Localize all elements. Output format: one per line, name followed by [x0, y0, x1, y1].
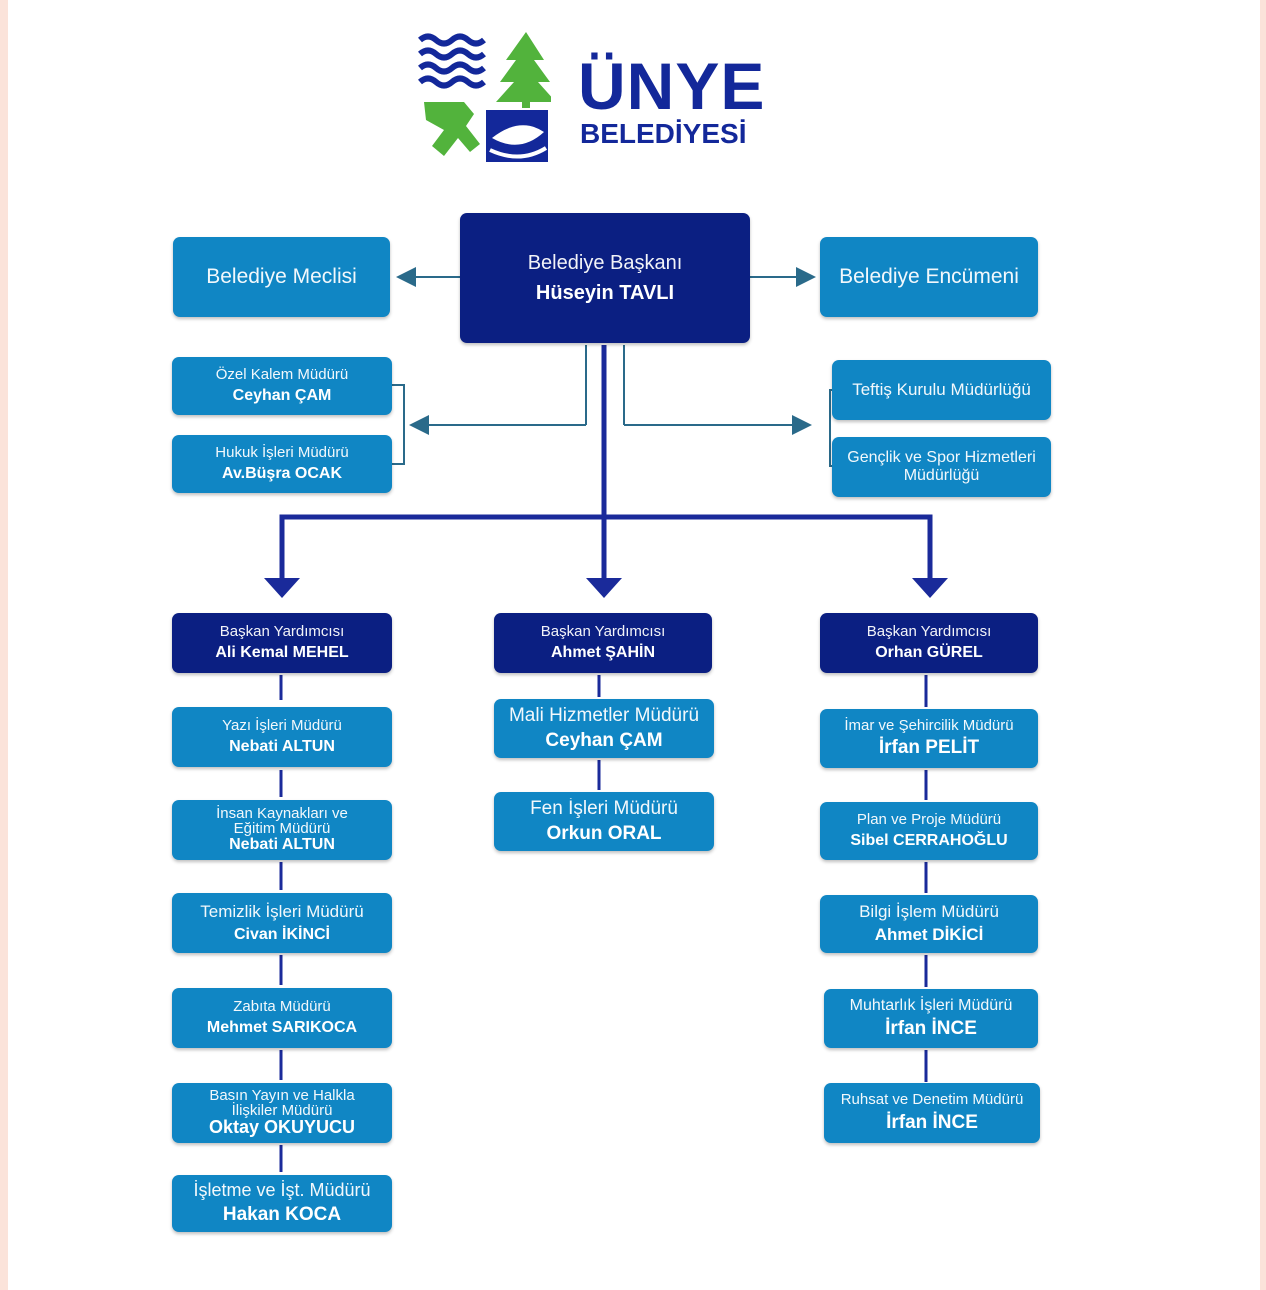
unit-box: Fen İşleri Müdürü Orkun ORAL: [494, 792, 714, 851]
box-title: İşletme ve İşt. Müdürü: [193, 1180, 371, 1201]
box-title: Başkan Yardımcısı: [219, 622, 345, 640]
box-name: Ali Kemal MEHEL: [215, 644, 349, 662]
unit-box: Yazı İşleri Müdürü Nebati ALTUN: [172, 707, 392, 767]
box-title: Plan ve Proje Müdürü: [856, 810, 1002, 828]
unit-box: Zabıta Müdürü Mehmet SARIKOCA: [172, 988, 392, 1048]
box-name: Civan İKİNCİ: [233, 925, 330, 943]
arrow-deputy-middle: [586, 578, 622, 598]
unit-box: Bilgi İşlem Müdürü Ahmet DİKİCİ: [820, 895, 1038, 953]
unit-box: Temizlik İşleri Müdürü Civan İKİNCİ: [172, 893, 392, 953]
box-name: Ahmet DİKİCİ: [874, 925, 984, 944]
unit-box: Basın Yayın ve Halkla İlişkiler Müdürü O…: [172, 1083, 392, 1143]
logo-subtitle: BELEDİYESİ: [580, 118, 747, 149]
council-label: Belediye Meclisi: [206, 265, 357, 289]
council-box: Belediye Meclisi: [173, 237, 390, 317]
deputy-head-3: Başkan Yardımcısı Orhan GÜREL: [820, 613, 1038, 673]
box-name: Nebati ALTUN: [229, 738, 335, 756]
box-title: Ruhsat ve Denetim Müdürü: [840, 1091, 1024, 1109]
box-name: Mehmet SARIKOCA: [206, 1019, 358, 1037]
box-name: Oktay OKUYUCU: [208, 1117, 356, 1138]
box-title: Zabıta Müdürü: [233, 997, 331, 1015]
box-name: Sibel CERRAHOĞLU: [850, 832, 1008, 850]
box-title: Başkan Yardımcısı: [866, 622, 992, 640]
staff-left-box: Hukuk İşleri Müdürü Av.Büşra OCAK: [172, 435, 392, 493]
staff-right-box: Gençlik ve Spor Hizmetleri Müdürlüğü: [832, 437, 1051, 497]
unit-box: Plan ve Proje Müdürü Sibel CERRAHOĞLU: [820, 802, 1038, 860]
deputy-bus: [279, 514, 933, 580]
box-title: Teftiş Kurulu Müdürlüğü: [852, 379, 1031, 399]
unit-box: İnsan Kaynakları ve Eğitim Müdürü Nebati…: [172, 800, 392, 860]
box-title: Başkan Yardımcısı: [540, 622, 666, 640]
box-title: Gençlik ve Spor Hizmetleri Müdürlüğü: [847, 449, 1036, 484]
box-title: Basın Yayın ve Halkla İlişkiler Müdürü: [209, 1087, 355, 1120]
box-name: Ahmet ŞAHİN: [550, 644, 655, 662]
logo-name: ÜNYE: [578, 49, 766, 123]
box-name: Hakan KOCA: [222, 1203, 342, 1225]
box-title: Yazı İşleri Müdürü: [222, 716, 342, 734]
box-name: Ceyhan ÇAM: [232, 387, 332, 405]
unit-box: İşletme ve İşt. Müdürü Hakan KOCA: [172, 1175, 392, 1232]
box-title: İnsan Kaynakları ve Eğitim Müdürü: [216, 805, 348, 838]
box-name: Orhan GÜREL: [875, 644, 983, 662]
box-name: Ceyhan ÇAM: [545, 729, 663, 751]
municipality-emblem-icon: [418, 32, 551, 162]
box-title: Fen İşleri Müdürü: [530, 797, 678, 819]
arrow-deputy-right: [912, 578, 948, 598]
box-title: Hukuk İşleri Müdürü: [215, 443, 349, 461]
staff-left-box: Özel Kalem Müdürü Ceyhan ÇAM: [172, 357, 392, 415]
logo: ÜNYE BELEDİYESİ: [416, 30, 786, 165]
unit-box: Muhtarlık İşleri Müdürü İrfan İNCE: [824, 989, 1038, 1048]
committee-label: Belediye Encümeni: [839, 265, 1019, 289]
deputy-head-2: Başkan Yardımcısı Ahmet ŞAHİN: [494, 613, 712, 673]
box-title: İmar ve Şehircilik Müdürü: [844, 717, 1014, 735]
box-name: Nebati ALTUN: [229, 836, 335, 854]
staff-right-box: Teftiş Kurulu Müdürlüğü: [832, 360, 1051, 420]
box-name: Orkun ORAL: [546, 822, 662, 844]
mayor-title: Belediye Başkanı: [527, 252, 683, 274]
mayor-name: Hüseyin TAVLI: [535, 282, 675, 304]
left-staff-bracket: [392, 384, 405, 465]
org-chart-canvas: ÜNYE BELEDİYESİ: [8, 0, 1260, 1290]
box-title: Mali Hizmetler Müdürü: [508, 704, 700, 726]
box-title: Özel Kalem Müdürü: [215, 365, 349, 383]
box-name: İrfan İNCE: [886, 1111, 978, 1133]
box-title: Temizlik İşleri Müdürü: [200, 901, 364, 921]
connector-lines: [264, 267, 948, 1172]
mayor-box: Belediye Başkanı Hüseyin TAVLI: [460, 213, 750, 343]
deputy-head-1: Başkan Yardımcısı Ali Kemal MEHEL: [172, 613, 392, 673]
unit-box: Ruhsat ve Denetim Müdürü İrfan İNCE: [824, 1083, 1040, 1143]
box-name: İrfan İNCE: [885, 1017, 977, 1039]
unit-box: İmar ve Şehircilik Müdürü İrfan PELİT: [820, 709, 1038, 768]
box-title: Muhtarlık İşleri Müdürü: [849, 997, 1013, 1015]
arrow-deputy-left: [264, 578, 300, 598]
unit-box: Mali Hizmetler Müdürü Ceyhan ÇAM: [494, 699, 714, 758]
box-name: İrfan PELİT: [878, 736, 980, 758]
box-name: Av.Büşra OCAK: [221, 465, 343, 483]
committee-box: Belediye Encümeni: [820, 237, 1038, 317]
box-title: Bilgi İşlem Müdürü: [859, 902, 999, 922]
